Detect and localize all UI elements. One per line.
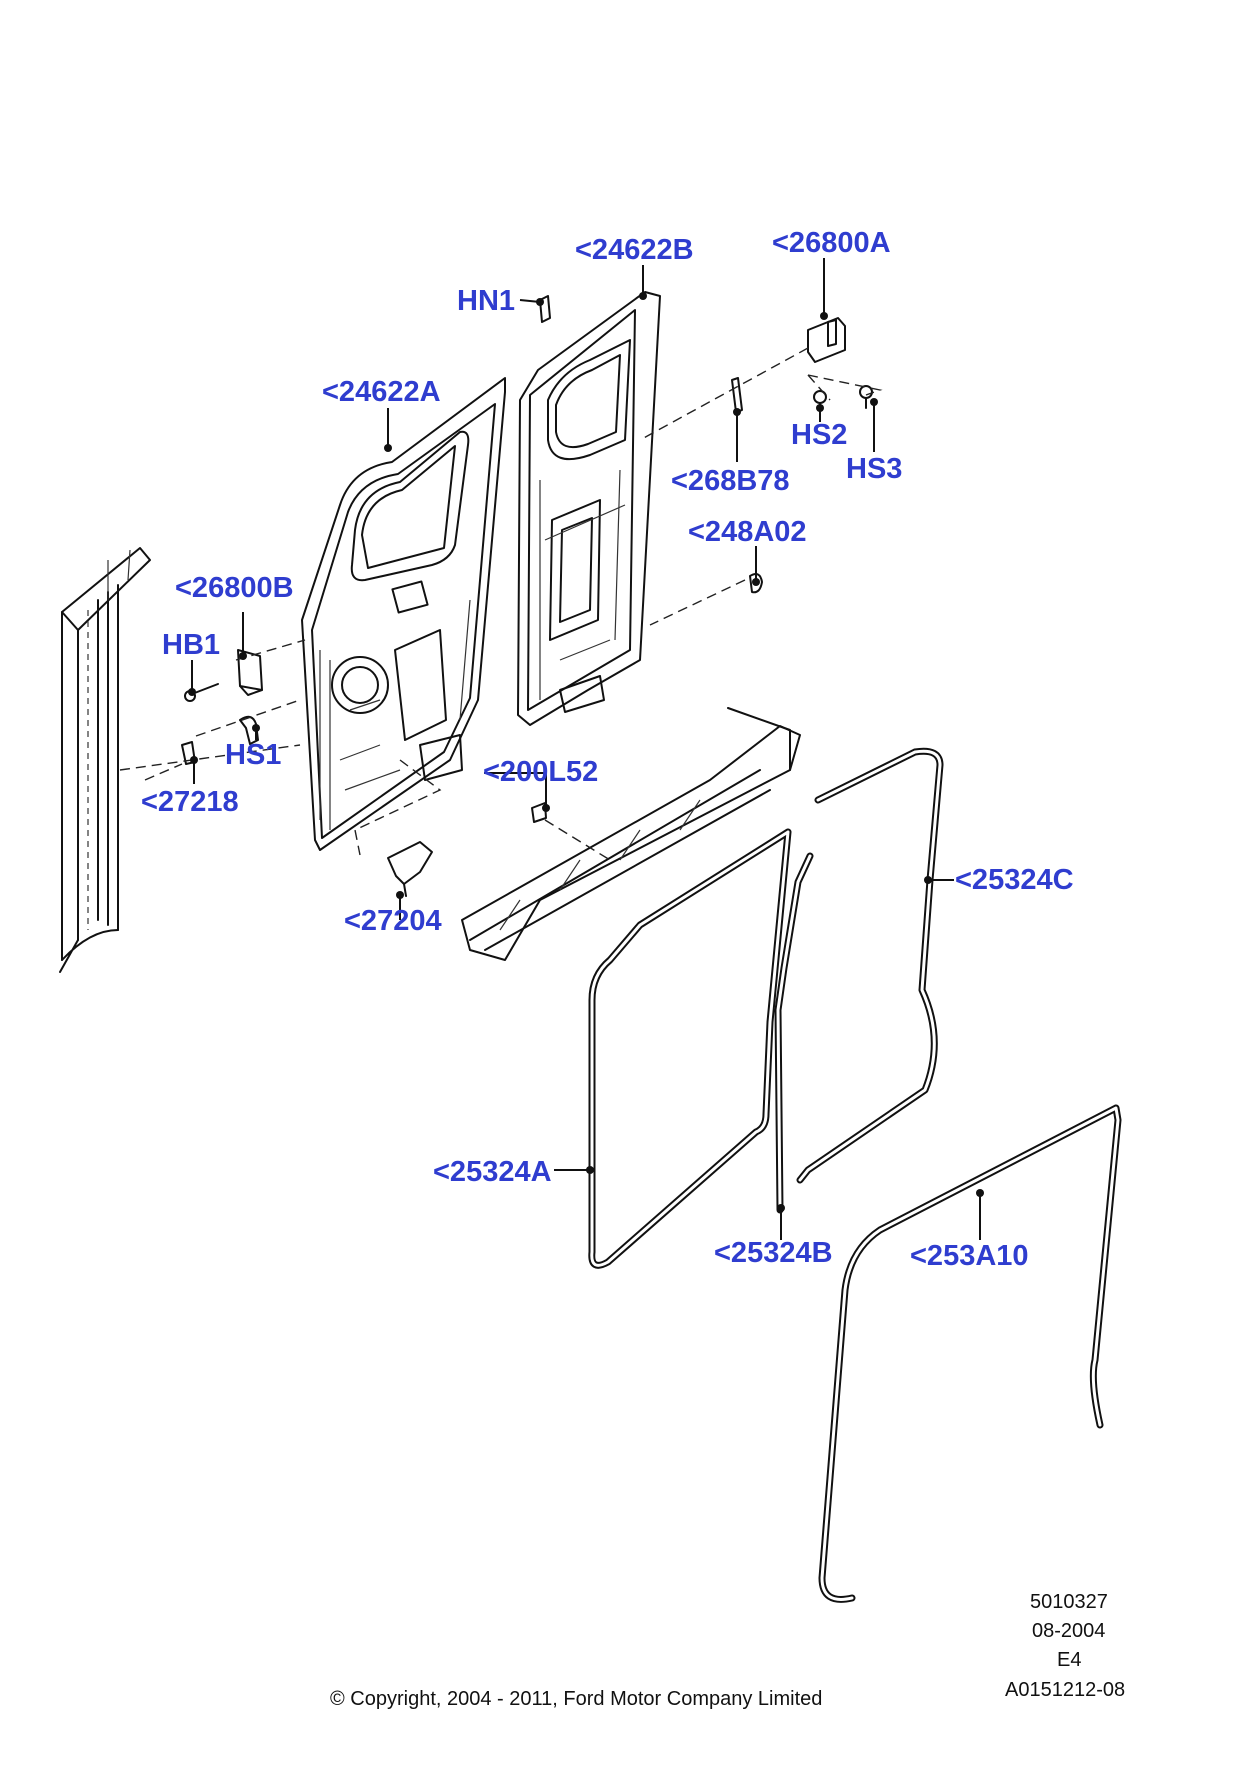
callout-25324b[interactable]: <25324B: [714, 1237, 833, 1269]
reference-number: 5010327: [1030, 1591, 1108, 1613]
callout-hs3[interactable]: HS3: [846, 453, 903, 485]
door-24622a: [301, 377, 506, 851]
body-pillar: [59, 547, 151, 973]
callout-25324a[interactable]: <25324A: [433, 1156, 552, 1188]
edition-code: E4: [1057, 1649, 1082, 1671]
seal-253a10: [818, 1104, 1122, 1603]
seal-25324b: [774, 852, 814, 1214]
callout-26800a[interactable]: <26800A: [772, 227, 891, 259]
callout-hs2[interactable]: HS2: [791, 419, 848, 451]
callout-24622b[interactable]: <24622B: [575, 234, 694, 266]
callout-hs1[interactable]: HS1: [225, 739, 282, 771]
callout-248a02[interactable]: <248A02: [688, 516, 807, 548]
copyright-notice: © Copyright, 2004 - 2011, Ford Motor Com…: [330, 1688, 823, 1710]
callout-253a10[interactable]: <253A10: [910, 1240, 1029, 1272]
issue-date: 08-2004: [1032, 1620, 1106, 1642]
callout-24622a[interactable]: <24622A: [322, 376, 441, 408]
seal-25324c: [796, 747, 944, 1184]
door-24622b: [517, 291, 661, 726]
callout-hn1[interactable]: HN1: [457, 285, 516, 317]
callout-268b78[interactable]: <268B78: [671, 465, 790, 497]
leader-lines: [188, 258, 984, 1240]
illustration-id: A0151212-08: [1005, 1679, 1126, 1701]
callout-27204[interactable]: <27204: [344, 905, 442, 937]
seal-25324a: [588, 828, 792, 1269]
callout-27218[interactable]: <27218: [141, 786, 239, 818]
callout-26800b[interactable]: <26800B: [175, 572, 294, 604]
assembly-lines: [119, 347, 883, 861]
rocker-panel: [461, 707, 801, 961]
callout-hb1[interactable]: HB1: [162, 629, 221, 661]
callout-200l52[interactable]: <200L52: [483, 756, 599, 788]
callout-25324c[interactable]: <25324C: [955, 864, 1074, 896]
